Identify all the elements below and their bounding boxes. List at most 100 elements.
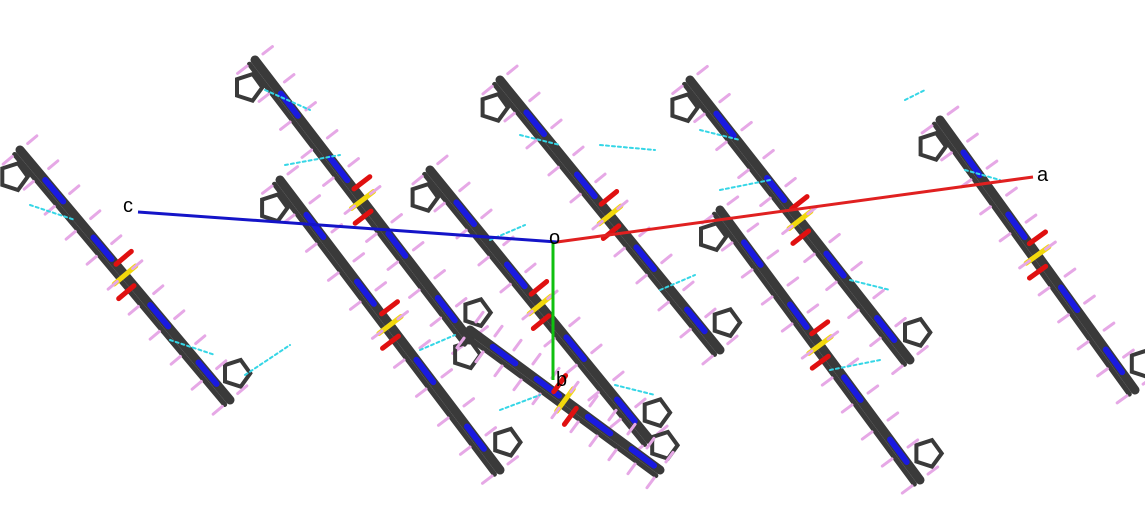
hydrogen-bond — [846, 357, 860, 368]
hydrogen-bond — [308, 194, 322, 205]
hydrogen-bond — [286, 165, 300, 176]
hydrogen-bond — [374, 281, 388, 292]
nitrogen-bond — [960, 149, 983, 179]
oxygen-bond — [113, 248, 134, 267]
hydrogen-bond — [169, 354, 182, 366]
hydrogen-bond — [998, 232, 1012, 243]
hydrogen-bond — [43, 204, 56, 216]
hydrogen-bond — [236, 384, 249, 396]
nitrogen-bond — [42, 177, 67, 205]
nitrogen-bond — [563, 334, 588, 363]
hydrogen-bond — [746, 222, 760, 233]
hydrogen-bond — [718, 92, 731, 104]
hydrogen-bond — [869, 336, 882, 348]
hbond-contact — [849, 279, 891, 291]
hbond-contact — [904, 89, 926, 101]
hydrogen-bond — [477, 255, 490, 267]
hydrogen-bond — [211, 404, 224, 416]
hydrogen-bond — [679, 327, 692, 339]
nitrogen-bond — [1005, 211, 1028, 241]
hbond-contact — [659, 274, 696, 291]
hydrogen-bond — [565, 363, 578, 375]
side-ring — [670, 91, 701, 124]
hbond-contact — [519, 134, 561, 146]
hydrogen-bond — [528, 91, 541, 103]
hydrogen-bond — [1115, 394, 1129, 405]
hydrogen-bond — [696, 64, 709, 76]
hydrogen-bond — [68, 184, 81, 196]
hydrogen-bond — [594, 172, 607, 184]
hydrogen-bond — [693, 112, 706, 124]
hydrogen-bond — [325, 129, 339, 140]
hydrogen-bond — [458, 181, 471, 193]
hydrogen-bond — [304, 242, 318, 253]
hydrogen-bond — [740, 268, 754, 279]
hbond-contact — [829, 359, 881, 371]
hydrogen-bond — [506, 64, 519, 76]
oxygen-bond — [352, 208, 374, 226]
hydrogen-bond — [568, 316, 581, 328]
oxygen-bond — [351, 174, 373, 192]
nitrogen-bond — [823, 250, 847, 279]
hydrogen-bond — [326, 271, 340, 282]
hbond-contact — [699, 129, 741, 141]
axis-a-label: a — [1037, 164, 1049, 186]
hydrogen-bond — [304, 101, 317, 112]
hydrogen-bond — [588, 434, 599, 448]
nitrogen-bond — [1102, 346, 1126, 376]
hydrogen-bond — [850, 260, 863, 272]
hydrogen-bond — [626, 462, 637, 476]
hydrogen-bond — [47, 159, 60, 171]
hydrogen-bond — [720, 241, 734, 252]
hydrogen-bond — [512, 338, 523, 352]
nitrogen-bond — [841, 374, 864, 403]
oxygen-bond — [561, 405, 579, 427]
molecule-layer — [235, 45, 494, 355]
hydrogen-bond — [1076, 340, 1090, 351]
hydrogen-bond — [531, 352, 542, 366]
side-ring — [903, 316, 933, 349]
hydrogen-bond — [348, 300, 362, 311]
hydrogen-bond — [408, 288, 421, 299]
hydrogen-bond — [1102, 321, 1116, 332]
hydrogen-bond — [946, 105, 960, 116]
hydrogen-bond — [279, 120, 292, 131]
hydrogen-bond — [906, 438, 920, 449]
nitrogen-bond — [764, 175, 788, 204]
hydrogen-bond — [455, 336, 466, 350]
hydrogen-bond — [1, 154, 14, 166]
hydrogen-bond — [1037, 286, 1051, 297]
oxygen-bond — [1026, 263, 1049, 281]
hydrogen-bond — [481, 84, 494, 96]
side-ring — [223, 357, 253, 390]
nitrogen-bond — [628, 446, 658, 469]
hydrogen-bond — [607, 408, 618, 422]
hydrogen-bond — [872, 288, 885, 300]
hydrogen-bond — [607, 448, 618, 462]
hydrogen-bond — [64, 229, 77, 241]
hydrogen-bond — [368, 185, 382, 196]
hydrogen-bond — [645, 476, 656, 490]
oxygen-bond — [116, 283, 137, 302]
hydrogen-bond — [260, 184, 274, 195]
hydrogen-bond — [347, 157, 360, 168]
hydrogen-bond — [499, 282, 512, 294]
nitrogen-bond — [614, 396, 638, 425]
oxygen-bond — [380, 333, 401, 351]
hydrogen-bond — [590, 343, 603, 355]
hydrogen-bond — [411, 241, 425, 252]
hydrogen-bond — [480, 208, 493, 220]
hydrogen-bond — [1096, 367, 1109, 378]
hydrogen-bond — [847, 308, 860, 320]
hydrogen-bond — [800, 349, 814, 360]
hydrogen-bond — [282, 73, 296, 84]
molecule-layer — [918, 105, 1145, 405]
hydrogen-bond — [458, 445, 472, 456]
oxygen-bond — [790, 228, 812, 246]
nitrogen-bond — [434, 295, 458, 324]
hydrogen-bond — [926, 465, 940, 476]
hydrogen-bond — [352, 252, 366, 263]
hydrogen-bond — [257, 92, 271, 103]
side-ring — [235, 71, 265, 104]
hydrogen-bond — [803, 252, 816, 264]
